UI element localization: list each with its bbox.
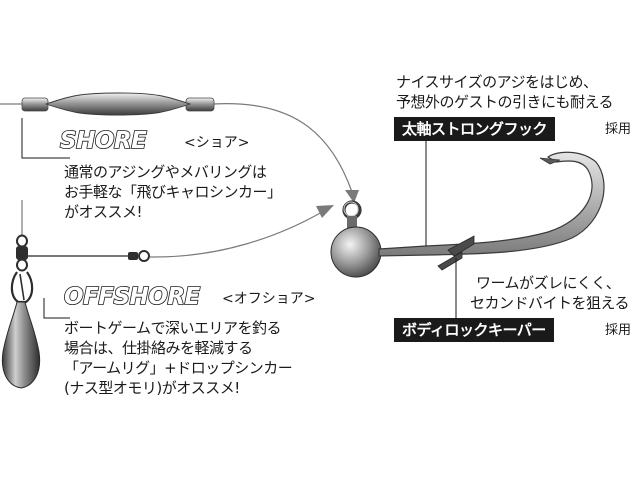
- strong-hook: [378, 151, 605, 257]
- shore-bracket: [21, 118, 70, 159]
- shore-description-line-2: お手軽な「飛びキャロシンカー」: [64, 183, 282, 201]
- offshore-subtitle: <オフショア>: [222, 291, 316, 307]
- shore-title: SHORE: [59, 127, 147, 155]
- offshore-description-line-2: 場合は、仕掛絡みを軽減する: [64, 339, 253, 357]
- shore-subtitle: <ショア>: [184, 135, 250, 151]
- drop-sinker: [1, 301, 41, 389]
- keeper-feature-label: ボディロックキーパー: [394, 318, 554, 342]
- offshore-description-line-1: ボートゲームで深いエリアを釣る: [64, 319, 282, 337]
- body-lock-keeper-lower: [437, 251, 463, 271]
- body-lock-keeper: [447, 235, 475, 257]
- hook-callout-line: [398, 135, 427, 246]
- offshore-description-line-4: (ナス型オモリ)がオススメ!: [64, 379, 240, 397]
- shore-leader-line: [213, 103, 353, 193]
- jig-head: [330, 200, 382, 278]
- hook-description-line-2: 予想外のゲストの引きにも耐える: [396, 93, 614, 111]
- shore-description-line-3: がオススメ!: [64, 203, 143, 221]
- keeper-description-line-2: セカンドバイトを狙える: [470, 294, 630, 312]
- offshore-arrow-head: [316, 205, 334, 218]
- keeper-description-line-1: ワームがズレにくく、: [476, 274, 621, 292]
- offshore-title: OFFSHORE: [63, 283, 201, 311]
- hook-adopted-label: 採用: [605, 122, 632, 137]
- offshore-description-line-3: 「アームリグ」+ドロップシンカー: [64, 359, 293, 377]
- offshore-bracket: [43, 298, 70, 319]
- shore-arrow-head: [345, 190, 359, 203]
- hook-description-line-1: ナイスサイズのアジをはじめ、: [396, 73, 598, 91]
- offshore-leader-line: [149, 211, 323, 258]
- arm-rig-swivel: [10, 234, 150, 304]
- hook-barb: [539, 157, 561, 165]
- hook-feature-label: 太軸ストロングフック: [394, 117, 556, 141]
- carolina-sinker: [21, 92, 215, 116]
- keeper-adopted-label: 採用: [605, 323, 632, 338]
- shore-description-line-1: 通常のアジングやメバリングは: [64, 163, 267, 181]
